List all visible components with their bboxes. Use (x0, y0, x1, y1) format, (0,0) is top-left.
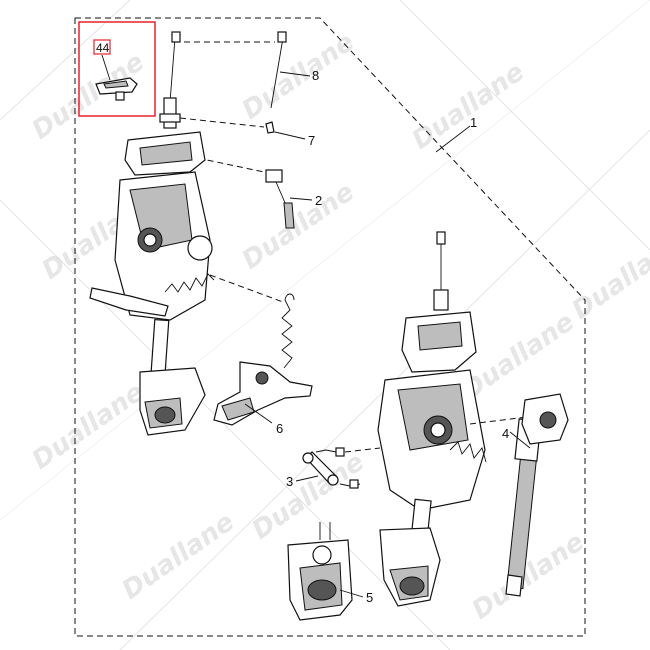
watermark-text: Duallane (467, 527, 590, 626)
part-7-clip (179, 117, 306, 140)
right-steering-column (377, 231, 487, 607)
part-2-sensor (187, 155, 313, 229)
callout-8: 8 (312, 68, 319, 83)
callout-1: 1 (470, 115, 477, 130)
watermark-text: Duallane (567, 227, 650, 326)
callout-44-label: 44 (96, 41, 110, 55)
callout-7: 7 (308, 133, 315, 148)
watermark-text: Duallane (27, 47, 150, 146)
callout-5: 5 (366, 590, 373, 605)
callout-3: 3 (286, 474, 293, 489)
assembly-boundary (74, 17, 586, 637)
part-6-bracket (209, 274, 313, 426)
callout-2: 2 (315, 193, 322, 208)
watermark-text: Duallane (407, 57, 530, 156)
watermark-text: Duallane (457, 307, 580, 406)
callout-1-leader (435, 125, 471, 153)
highlight-box: 44 (78, 21, 156, 117)
callout-6: 6 (276, 421, 283, 436)
callout-4: 4 (502, 426, 509, 441)
part-8-cable (169, 31, 311, 109)
watermark-text: Duallane (27, 377, 150, 476)
watermark-text: Duallane (237, 177, 360, 276)
left-steering-column (89, 97, 215, 436)
part-3-link (295, 447, 381, 489)
part-44-clip (95, 77, 138, 101)
watermark-text: Duallane (117, 507, 240, 606)
part-5-bracket (287, 522, 364, 621)
callouts: 1 2 3 4 5 6 7 8 (276, 68, 509, 605)
part-4-shaft (469, 393, 569, 597)
watermark: Duallane Duallane Duallane Duallane Dual… (27, 27, 650, 626)
